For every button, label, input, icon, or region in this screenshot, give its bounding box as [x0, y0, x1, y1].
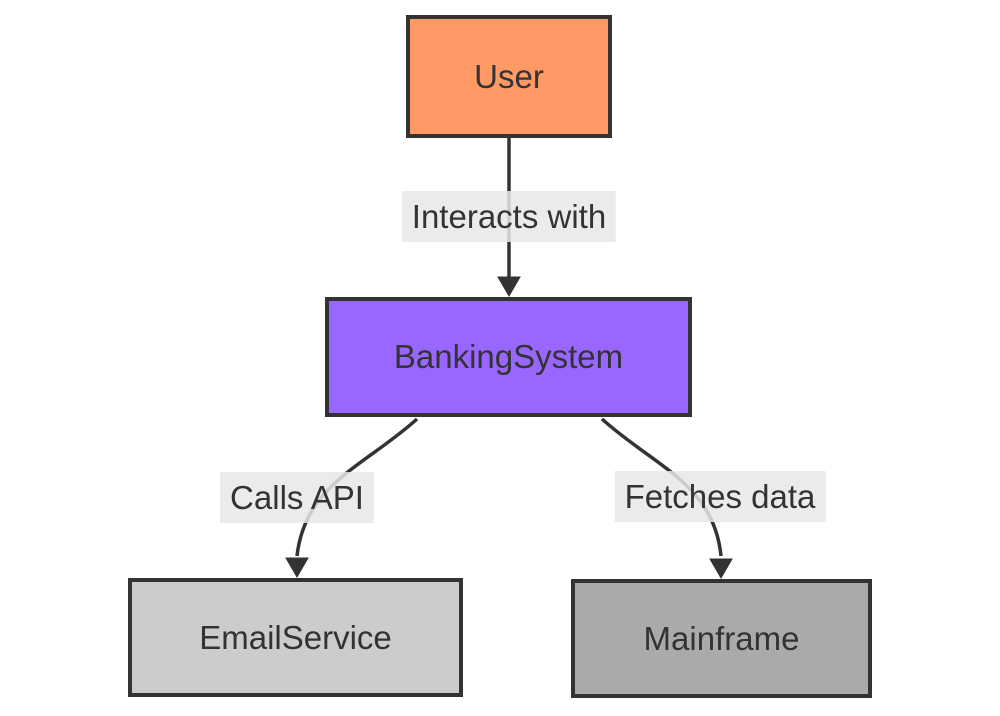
node-emailservice: EmailService [128, 578, 463, 697]
node-mainframe-label: Mainframe [643, 619, 800, 657]
edge-label-interacts-with: Interacts with [401, 191, 617, 243]
node-bankingsystem-label: BankingSystem [393, 338, 624, 375]
node-user-label: User [474, 57, 544, 95]
edge-label-calls-api: Calls API [220, 472, 374, 524]
node-bankingsystem: BankingSystem [325, 297, 692, 417]
arrowhead-emailservice [285, 557, 309, 578]
node-emailservice-label: EmailService [199, 618, 392, 656]
arrowhead-mainframe [709, 558, 733, 579]
node-user: User [406, 15, 612, 138]
arrowhead-bankingsystem [497, 276, 521, 297]
node-mainframe: Mainframe [571, 579, 872, 698]
edge-label-fetches-data: Fetches data [614, 471, 826, 523]
